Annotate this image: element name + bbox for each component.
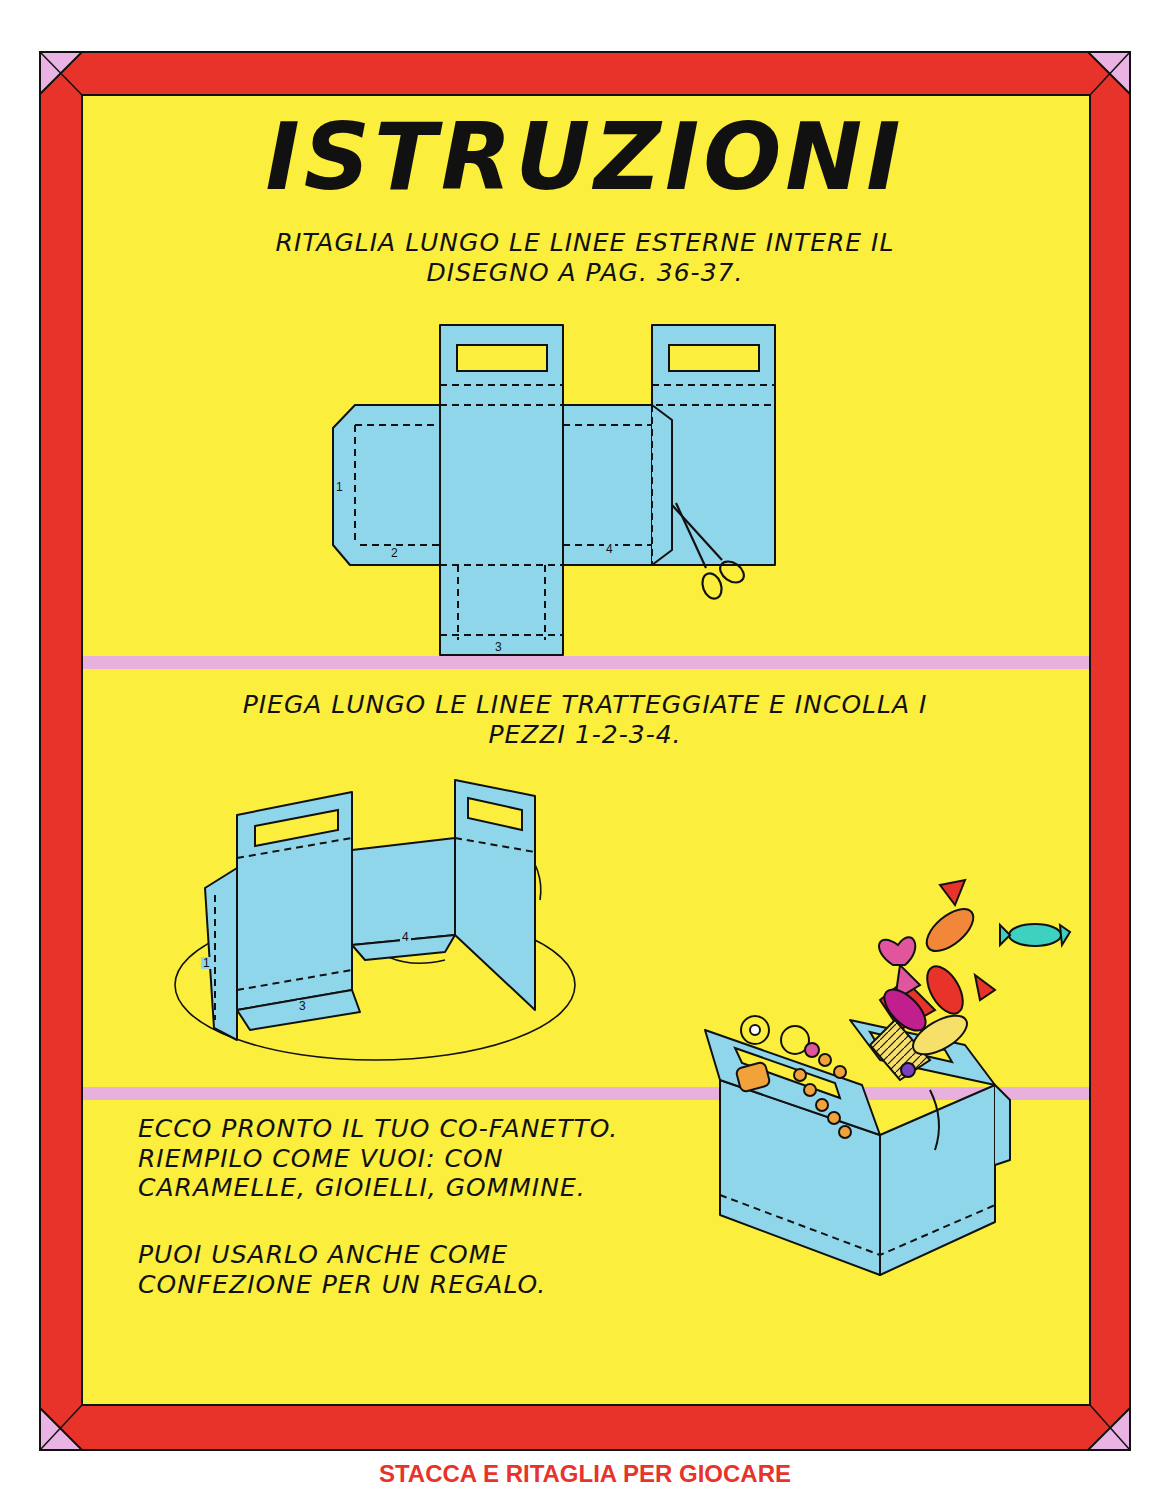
callout-number: 3	[297, 1000, 308, 1012]
callout-number: 4	[604, 543, 615, 555]
callout-number: 3	[493, 641, 504, 653]
footer-caption: STACCA E RITAGLIA PER GIOCARE	[135, 1462, 1035, 1486]
callout-number: 2	[389, 547, 400, 559]
callout-number: 1	[201, 957, 212, 969]
instruction-text: PUOI USARLO ANCHE COME CONFEZIONE PER UN…	[138, 1240, 698, 1299]
instruction-text: RITAGLIA LUNGO LE LINEE ESTERNE INTERE I…	[235, 228, 935, 287]
callout-number: 4	[400, 931, 411, 943]
instruction-text: ECCO PRONTO IL TUO CO-FANETTO. RIEMPILO …	[138, 1114, 658, 1203]
instruction-text: PIEGA LUNGO LE LINEE TRATTEGGIATE E INCO…	[205, 690, 965, 749]
callout-number: 1	[334, 481, 345, 493]
page-title: ISTRUZIONI	[135, 112, 1035, 204]
